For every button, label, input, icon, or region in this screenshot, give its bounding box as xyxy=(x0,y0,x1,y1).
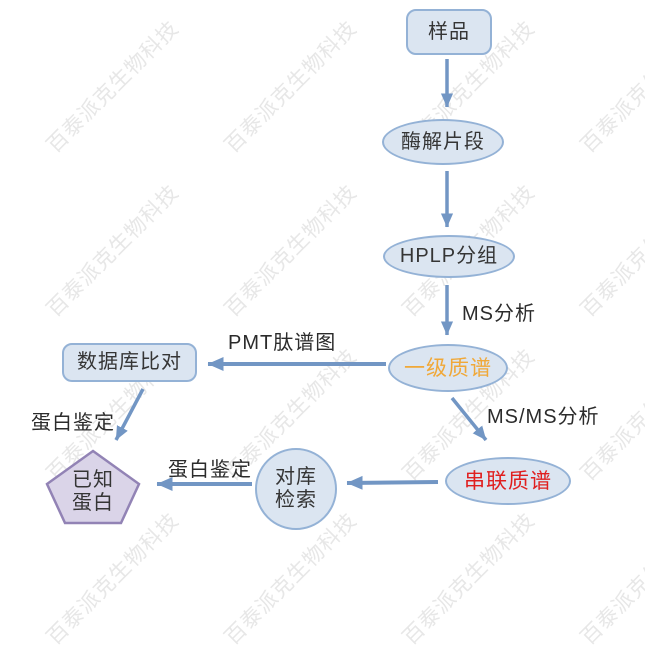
label-protein-identification-left: 蛋白鉴定 xyxy=(31,412,115,434)
node-tandem-ms: 串联质谱 xyxy=(445,457,571,505)
flowchart-canvas: 百泰派克生物科技百泰派克生物科技百泰派克生物科技百泰派克生物科技百泰派克生物科技… xyxy=(31,9,645,649)
flow-arrows xyxy=(114,59,488,491)
node-database-comparison: 数据库比对 xyxy=(62,343,197,382)
node-known-protein: 已知 蛋白 xyxy=(43,448,143,527)
known-protein-label: 已知 蛋白 xyxy=(72,468,114,514)
label-ms-analysis: MS分析 xyxy=(462,303,536,325)
node-hplp-grouping: HPLP分组 xyxy=(383,235,515,278)
label-msms-analysis: MS/MS分析 xyxy=(487,406,600,428)
arrow-db-to-pentagon xyxy=(114,388,145,441)
node-sample: 样品 xyxy=(406,9,492,55)
node-enzymatic-fragments: 酶解片段 xyxy=(382,119,504,165)
node-database-search: 对库 检索 xyxy=(255,448,337,530)
label-protein-identification-bottom: 蛋白鉴定 xyxy=(168,459,252,481)
arrow-ms1-to-ms2 xyxy=(450,396,488,442)
node-ms1-spectrum: 一级质谱 xyxy=(388,344,508,392)
arrow-ms2-to-search xyxy=(346,475,439,490)
pentagon-shape xyxy=(45,449,141,525)
label-pmt-peptide-map: PMT肽谱图 xyxy=(228,332,337,354)
